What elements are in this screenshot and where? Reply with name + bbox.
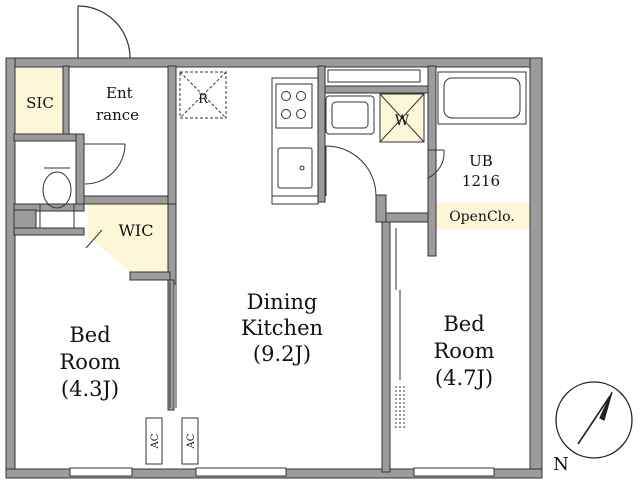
open-closet-area (434, 203, 530, 229)
bed-room-right-size: (4.7J) (435, 366, 493, 390)
bathtub (437, 71, 527, 125)
fixtures (39, 71, 527, 465)
ac-left-label: AC (150, 433, 161, 449)
dining-kitchen-label-line1: Dining (247, 290, 318, 314)
dining-kitchen-size: (9.2J) (253, 342, 311, 366)
bed-room-left-size: (4.3J) (61, 377, 119, 401)
windows (69, 69, 495, 477)
entrance-label-line2: rance (96, 106, 139, 124)
ac-unit-left (145, 417, 163, 465)
unit-bath-label-line2: 1216 (462, 172, 500, 190)
burner-icon (296, 109, 306, 119)
sliding-partitions (169, 228, 405, 430)
unit-bath-label-line1: UB (469, 152, 493, 170)
interior-walls (13, 65, 437, 473)
doors (84, 143, 445, 249)
entrance-porch (77, 5, 131, 59)
sic-area (14, 68, 64, 134)
entrance-label-line1: Ent (106, 84, 133, 102)
kitchen-sink (277, 147, 313, 189)
bed-room-left-label-line1: Bed (69, 323, 110, 347)
sic-label: SIC (26, 94, 54, 112)
outer-walls (5, 57, 543, 479)
open-closet-label: OpenClo. (449, 209, 515, 225)
compass-ring (555, 381, 633, 459)
washbasin-counter (325, 95, 375, 135)
kitchen-counter (271, 77, 319, 197)
toilet-tank (39, 203, 75, 229)
bed-room-right-label-line1: Bed (443, 312, 484, 336)
bed-room-left-label-line2: Room (59, 350, 120, 374)
wic-label: WIC (118, 221, 153, 240)
compass-north-label: N (553, 454, 569, 475)
burner-icon (281, 109, 291, 119)
refrigerator-label: R (198, 92, 209, 107)
compass-needle-icon (577, 395, 611, 445)
refrigerator-box (179, 71, 227, 119)
ac-right-label: AC (186, 433, 197, 449)
burner-icon (296, 91, 306, 101)
burner-icon (281, 91, 291, 101)
washer-label: W (395, 113, 410, 129)
washbasin-bowl (331, 101, 369, 129)
compass (555, 381, 633, 459)
stove (275, 83, 313, 129)
washer-pan (379, 93, 425, 143)
dining-kitchen-label-line2: Kitchen (241, 316, 323, 340)
bed-room-right-label-line2: Room (433, 339, 494, 363)
wic-area (88, 204, 168, 272)
ac-unit-right (181, 417, 199, 465)
toilet-bowl (42, 171, 72, 209)
